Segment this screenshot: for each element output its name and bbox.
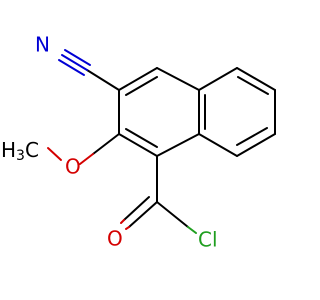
- carbonyl-oxygen-label: O: [107, 227, 123, 251]
- bond-ring-right-1: [198, 67, 238, 91]
- bond-nitrile-triple-2: [64, 49, 91, 66]
- methyl-carbon-text: C: [25, 138, 39, 162]
- bond-carbonyl-double-left: [128, 201, 158, 228]
- bond-ring-right-4: [236, 133, 276, 157]
- bond-ring-left-double-1: [125, 76, 158, 96]
- methyl-carbon-label: H3C: [1, 138, 39, 165]
- methoxy-oxygen-label: O: [65, 155, 81, 179]
- chlorine-label: Cl: [198, 228, 218, 252]
- methyl-hydrogen-text: H: [1, 138, 16, 162]
- bond-ring-right-double-2: [236, 127, 268, 146]
- bond-nitrile-triple-3: [58, 59, 85, 76]
- methyl-subscript-text: 3: [16, 148, 25, 164]
- bond-ring-left-2: [118, 67, 158, 91]
- bond-ring-right-double-1: [237, 76, 269, 95]
- bond-ring-right-2: [236, 67, 276, 91]
- bond-methoxy-oxygen: [79, 153, 94, 165]
- bond-chlorine: [187, 226, 197, 234]
- bond-carbonyl-oxygen-2: [120, 219, 125, 224]
- bond-ring-right-5: [198, 133, 238, 157]
- bond-acyl-chloride: [156, 201, 189, 228]
- bond-carbonyl-double-left-2: [123, 196, 150, 221]
- bond-methoxy-methyl: [47, 147, 62, 161]
- bond-nitrile-carbon: [86, 69, 120, 91]
- bond-methoxy-ring: [92, 133, 120, 155]
- bond-ring-left-double-2: [125, 128, 158, 148]
- bond-ring-left-5: [156, 133, 200, 157]
- bond-nitrile-triple-1: [61, 54, 88, 71]
- bond-ring-left-4: [118, 133, 158, 157]
- bond-ring-left-1: [156, 67, 200, 91]
- bond-carbonyl-oxygen-1: [125, 226, 130, 230]
- molecule-structure-diagram: N O H3C O Cl: [1, 33, 276, 252]
- nitrogen-label: N: [35, 33, 50, 57]
